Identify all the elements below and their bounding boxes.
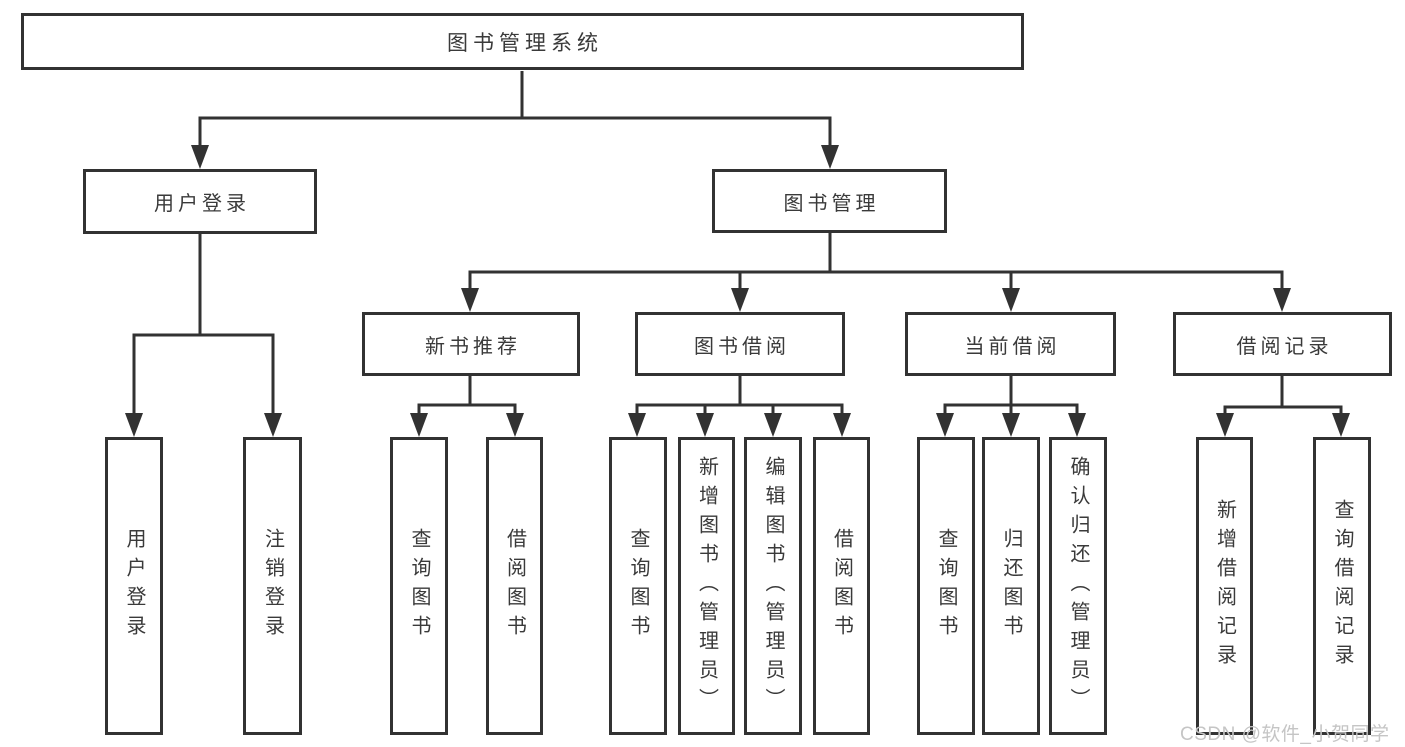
node-label: 查询借阅记录 xyxy=(1331,499,1353,673)
node-label: 借阅记录 xyxy=(1236,335,1333,358)
leaf-query-books-borrow: 查询图书 xyxy=(609,437,667,735)
leaf-user-login: 用户登录 xyxy=(105,437,163,735)
connector-borrowrecords-to-leaves xyxy=(1216,375,1350,437)
node-user-login: 用户登录 xyxy=(83,169,317,234)
connector-bookmgmt-to-level3 xyxy=(461,232,1291,312)
node-label: 新增图书（管理员） xyxy=(695,455,718,717)
node-label: 查询图书 xyxy=(408,528,430,644)
node-book-management: 图书管理 xyxy=(712,169,947,233)
leaf-edit-books-admin: 编辑图书（管理员） xyxy=(744,437,802,735)
csdn-watermark: CSDN @软件_小贺同学 xyxy=(1180,724,1390,745)
node-label: 注销登录 xyxy=(261,528,284,644)
leaf-return-books: 归还图书 xyxy=(982,437,1040,735)
connector-currentborrow-to-leaves xyxy=(936,375,1086,437)
connector-bookborrow-to-leaves xyxy=(628,375,851,437)
node-label: 新书推荐 xyxy=(425,335,521,358)
leaf-borrow-books: 借阅图书 xyxy=(813,437,870,735)
leaf-add-books-admin: 新增图书（管理员） xyxy=(678,437,735,735)
node-current-borrowing: 当前借阅 xyxy=(905,312,1116,376)
node-label: 归还图书 xyxy=(1000,528,1022,644)
node-label: 查询图书 xyxy=(627,528,649,644)
leaf-confirm-return-admin: 确认归还（管理员） xyxy=(1049,437,1107,735)
node-label: 用户登录 xyxy=(123,528,145,644)
node-book-borrowing: 图书借阅 xyxy=(635,312,845,376)
leaf-query-books-recommend: 查询图书 xyxy=(390,437,448,735)
node-label: 借阅图书 xyxy=(503,528,526,644)
connector-userlogin-to-leaves xyxy=(125,232,282,437)
node-library-management-system: 图书管理系统 xyxy=(21,13,1024,70)
node-label: 当前借阅 xyxy=(964,335,1061,358)
leaf-add-borrow-record: 新增借阅记录 xyxy=(1196,437,1253,735)
node-label: 新增借阅记录 xyxy=(1213,499,1236,673)
node-label: 借阅图书 xyxy=(830,528,853,644)
node-label: 图书管理系统 xyxy=(447,31,603,55)
node-new-book-recommendation: 新书推荐 xyxy=(362,312,580,376)
node-label: 图书管理 xyxy=(783,192,880,215)
node-label: 用户登录 xyxy=(154,193,250,215)
leaf-query-books-current: 查询图书 xyxy=(917,437,975,735)
leaf-logout: 注销登录 xyxy=(243,437,302,735)
node-label: 确认归还（管理员） xyxy=(1067,455,1089,717)
connector-root-to-level2 xyxy=(191,71,839,169)
node-borrowing-records: 借阅记录 xyxy=(1173,312,1392,376)
node-label: 编辑图书（管理员） xyxy=(762,455,784,717)
connector-newbook-to-leaves xyxy=(410,375,524,437)
leaf-query-borrow-record: 查询借阅记录 xyxy=(1313,437,1371,735)
leaf-borrow-books-recommend: 借阅图书 xyxy=(486,437,543,735)
node-label: 查询图书 xyxy=(935,528,957,644)
node-label: 图书借阅 xyxy=(694,335,790,358)
